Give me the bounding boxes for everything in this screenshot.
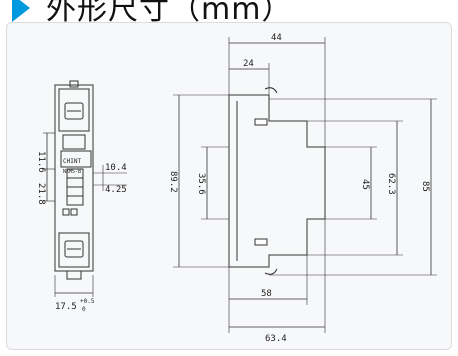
front-indicator-2	[70, 208, 78, 216]
dim-side-85: 85	[420, 181, 430, 192]
dimension-drawing: CHINT NXM5-B 11.6 21.8 10.4 4.25 17.5 +0…	[36, 33, 437, 344]
side-top-hook	[264, 87, 278, 94]
dim-front-width-tol-lower: 0	[82, 306, 86, 313]
dim-side-35: 35.6	[196, 173, 206, 195]
front-view	[43, 80, 127, 297]
front-top-notch	[69, 80, 79, 88]
front-indicator-1	[62, 208, 70, 216]
dim-side-24: 24	[243, 59, 254, 69]
dim-front-width-tol-upper: +0.5	[80, 298, 95, 305]
dim-front-d1: 11.6	[36, 151, 46, 173]
dim-front-d2: 21.8	[36, 183, 46, 205]
triangle-bullet-icon	[12, 0, 30, 22]
dim-side-44: 44	[271, 33, 282, 43]
dim-side-89: 89.2	[168, 171, 178, 193]
front-bottom-screw	[64, 240, 84, 258]
front-model: NXM5-B	[63, 169, 81, 175]
front-window	[62, 134, 86, 150]
dim-front-d3: 10.4	[105, 163, 127, 173]
header: 外形尺寸（mm）	[0, 0, 458, 27]
front-top-screw	[64, 102, 84, 120]
dim-side-58: 58	[261, 289, 272, 299]
drawing-frame: CHINT NXM5-B 11.6 21.8 10.4 4.25 17.5 +0…	[6, 22, 452, 350]
front-top-terminal	[58, 88, 90, 132]
front-label-area	[60, 150, 92, 168]
side-rail-slot-top	[254, 118, 268, 126]
side-bottom-hook	[264, 268, 278, 275]
front-din-clip	[66, 270, 82, 280]
dim-side-62: 62.3	[386, 173, 396, 195]
side-view	[173, 37, 437, 333]
dim-front-width: 17.5	[55, 302, 77, 312]
dim-front-d4: 4.25	[105, 185, 127, 195]
dim-side-63: 63.4	[265, 334, 287, 344]
dim-side-45: 45	[360, 179, 370, 190]
front-brand: CHINT	[63, 158, 81, 165]
front-bottom-terminal	[58, 232, 90, 268]
side-rail-slot-bottom	[254, 238, 268, 246]
